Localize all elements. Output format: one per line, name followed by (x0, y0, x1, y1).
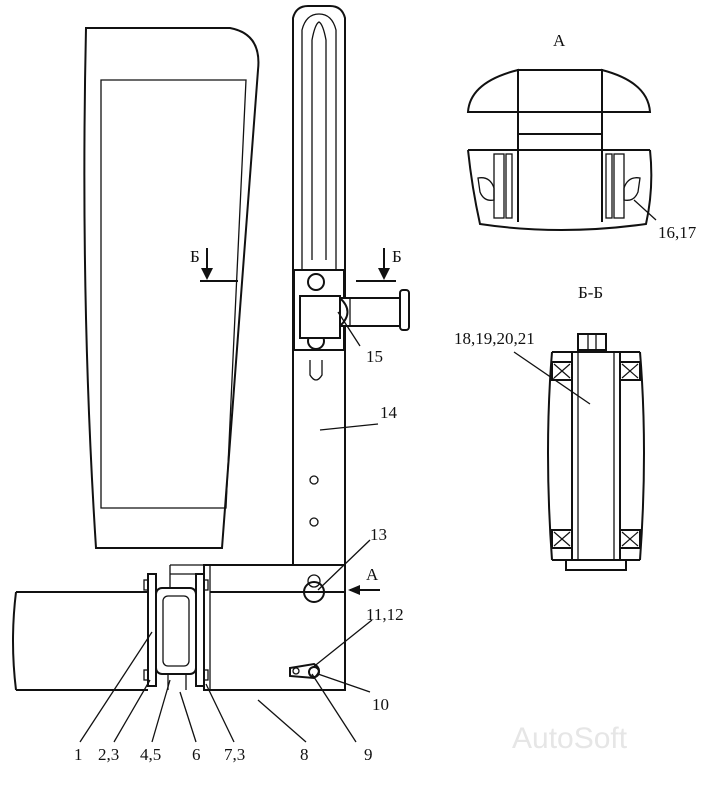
cut-mark-right (356, 248, 396, 282)
section-view (547, 333, 645, 571)
horizontal-beam (12, 591, 345, 691)
view-a (466, 68, 653, 231)
cut-mark-left (200, 248, 238, 282)
callout-4-5: 4,5 (140, 745, 161, 764)
callout-2-3: 2,3 (98, 745, 119, 764)
latch-assembly (293, 269, 410, 351)
callout-16-17: 16,17 (658, 223, 697, 242)
leader-lines (79, 199, 657, 743)
view-direction-label: А (366, 565, 379, 584)
section-title: Б-Б (578, 283, 603, 302)
cut-mark-left-label: Б (190, 247, 200, 266)
callout-15: 15 (366, 347, 383, 366)
callout-14: 14 (380, 403, 398, 422)
view-a-title: А (553, 31, 566, 50)
watermark: AutoSoft (512, 722, 628, 755)
callout-8: 8 (300, 745, 309, 764)
callout-1: 1 (74, 745, 83, 764)
callout-9: 9 (364, 745, 373, 764)
vertical-post (292, 5, 346, 565)
callout-13: 13 (370, 525, 387, 544)
cut-mark-right-label: Б (392, 247, 402, 266)
callout-18-21: 18,19,20,21 (454, 329, 535, 348)
callout-7-3: 7,3 (224, 745, 245, 764)
clamp-profile (143, 564, 209, 690)
callout-11-12: 11,12 (366, 605, 404, 624)
callouts: 1 2,3 4,5 6 7,3 8 9 10 11,12 13 14 15 16… (74, 223, 697, 764)
callout-10: 10 (372, 695, 389, 714)
callout-6: 6 (192, 745, 201, 764)
side-panel (83, 27, 260, 549)
view-direction-arrow (348, 585, 380, 595)
